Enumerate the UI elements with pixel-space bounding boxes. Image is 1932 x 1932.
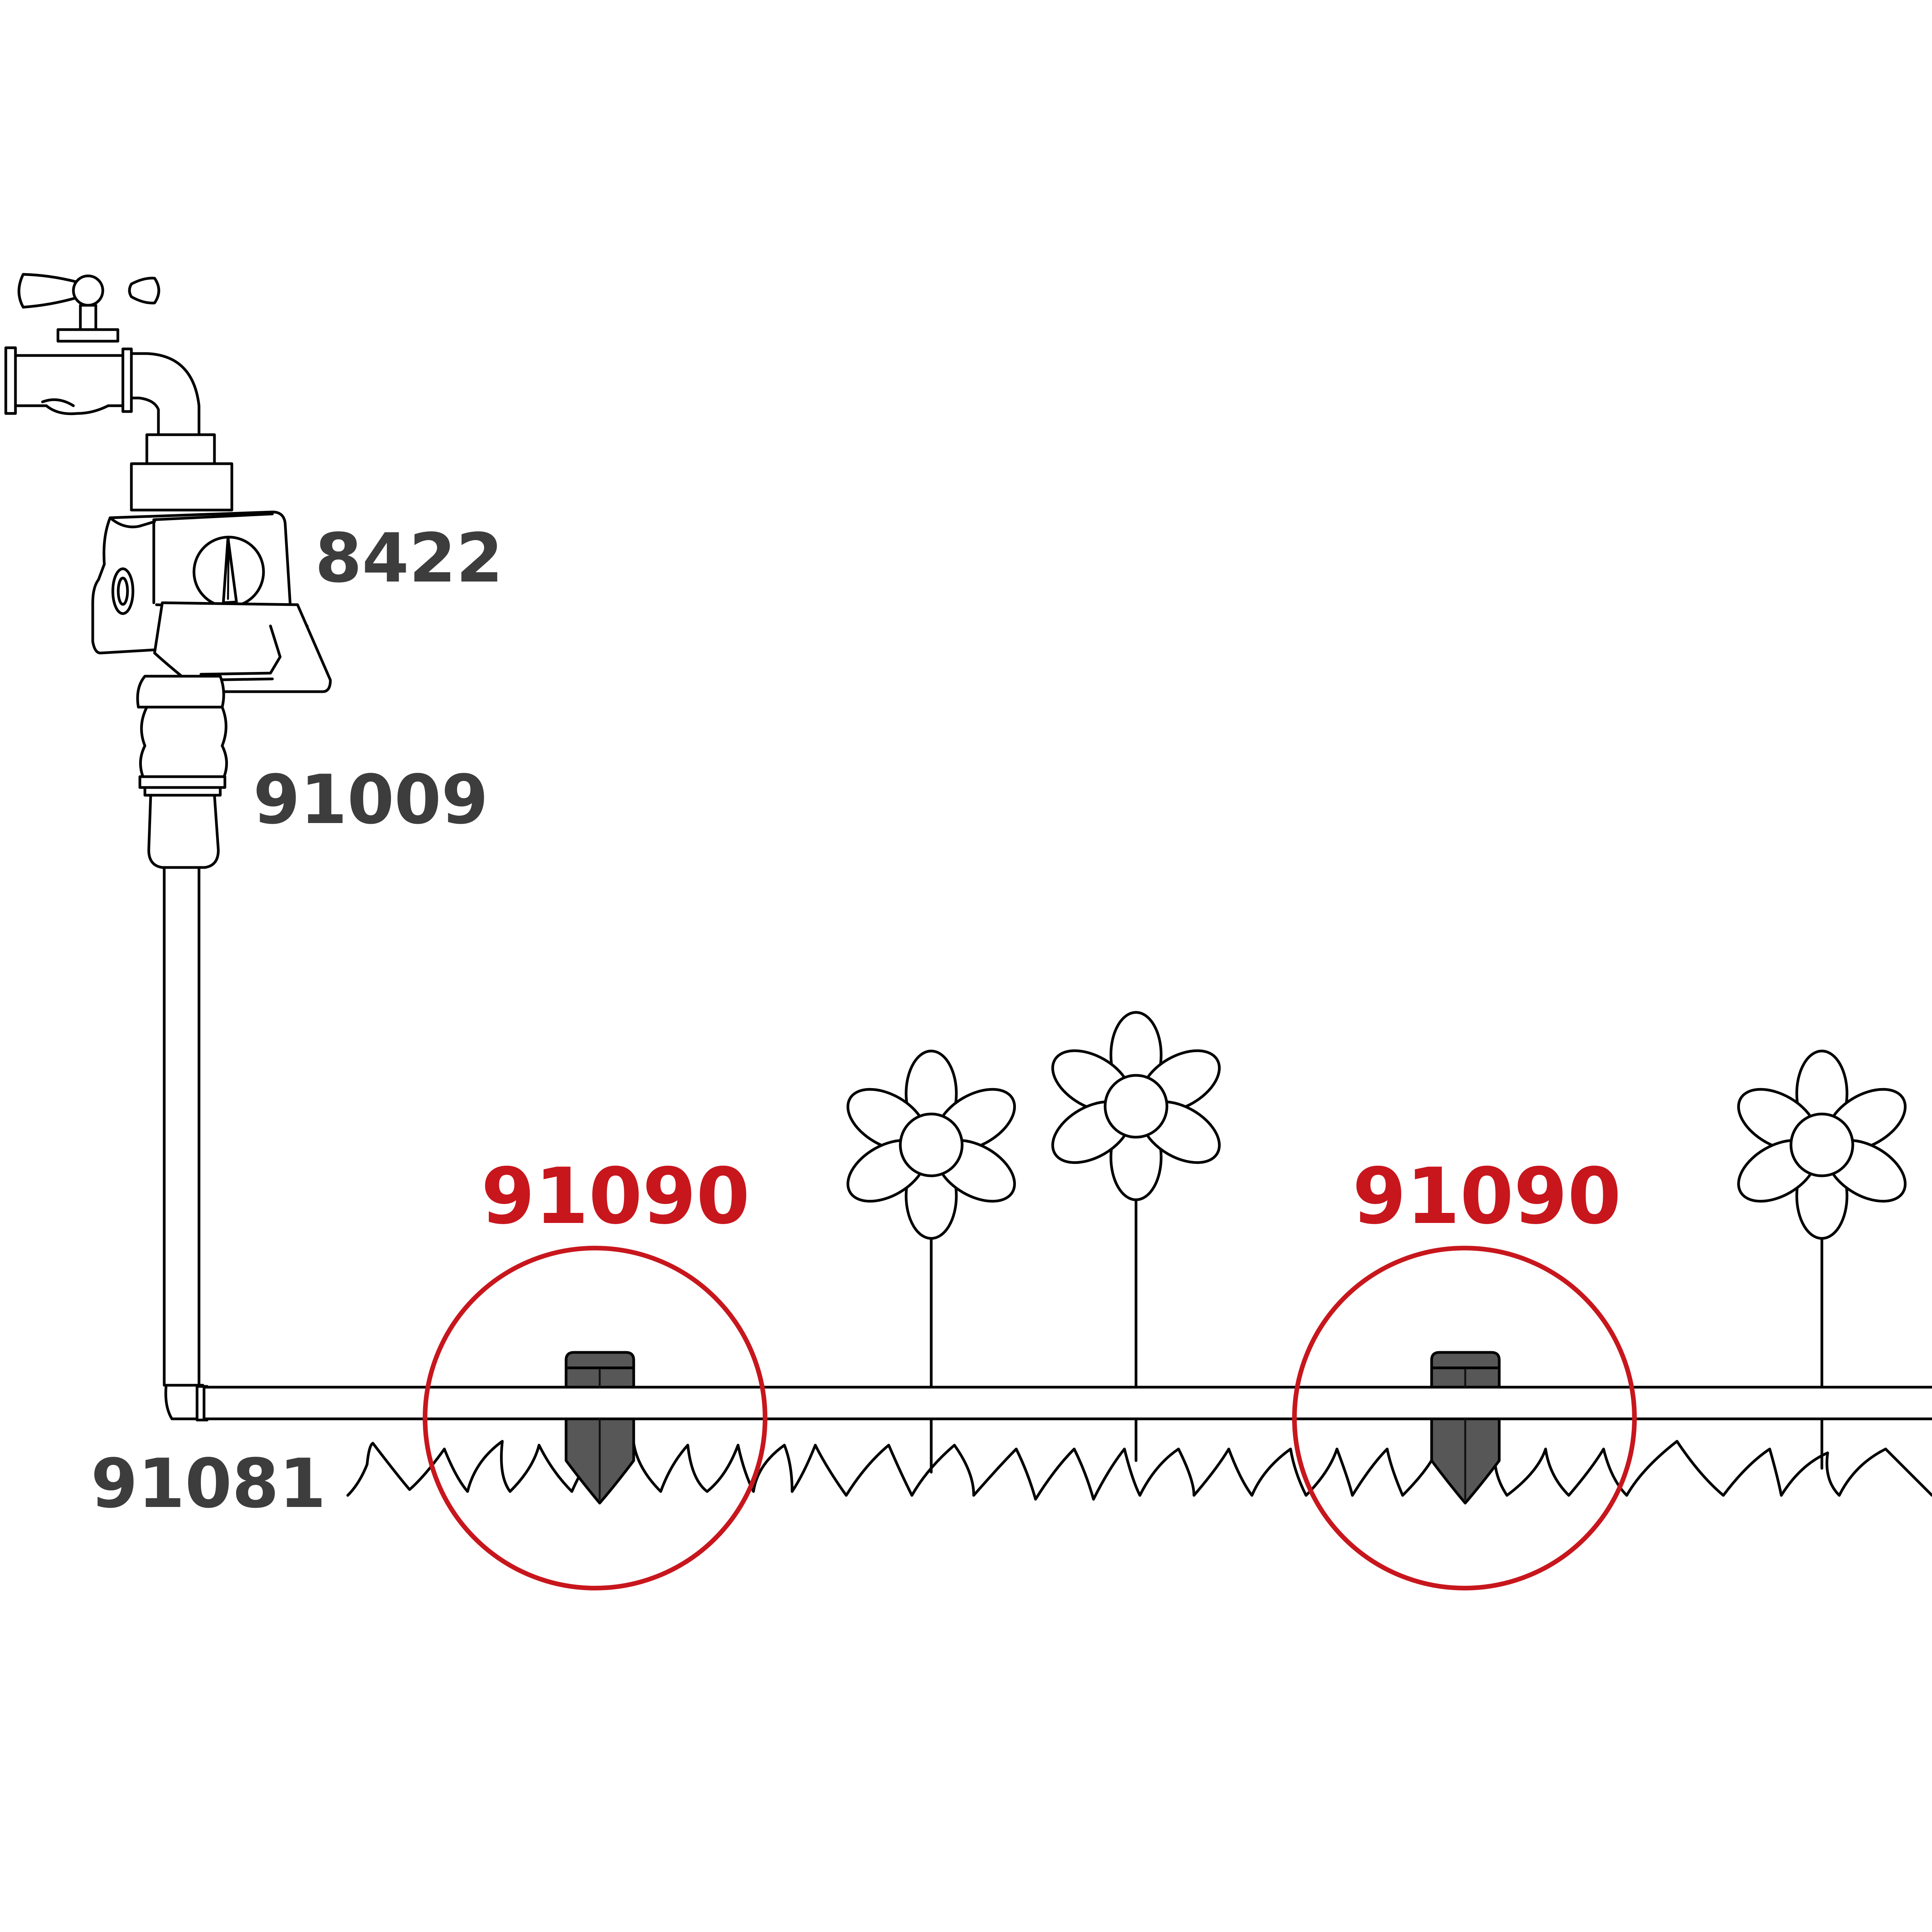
water-timer-icon xyxy=(91,510,332,693)
label-stake-2: 91090 xyxy=(1352,1151,1621,1242)
highlight-circle-stake-1 xyxy=(423,1246,767,1590)
flower-icon xyxy=(1051,1011,1221,1462)
label-elbow: 91081 xyxy=(91,1445,326,1523)
support-stake-icon xyxy=(565,1351,635,1505)
highlight-circle-stake-2 xyxy=(1292,1246,1637,1590)
horizontal-pipe xyxy=(202,1386,1932,1420)
label-stake-1: 91090 xyxy=(481,1151,750,1242)
garden-tap-icon xyxy=(4,273,233,512)
vertical-pipe xyxy=(163,866,201,1387)
flower-icon xyxy=(846,1049,1016,1474)
label-adapter: 91009 xyxy=(253,761,488,839)
hose-adapter-icon xyxy=(136,675,228,869)
label-timer: 8422 xyxy=(315,519,503,598)
flower-icon xyxy=(1737,1049,1907,1470)
elbow-connector-icon xyxy=(164,1384,209,1422)
support-stake-icon xyxy=(1430,1351,1501,1505)
